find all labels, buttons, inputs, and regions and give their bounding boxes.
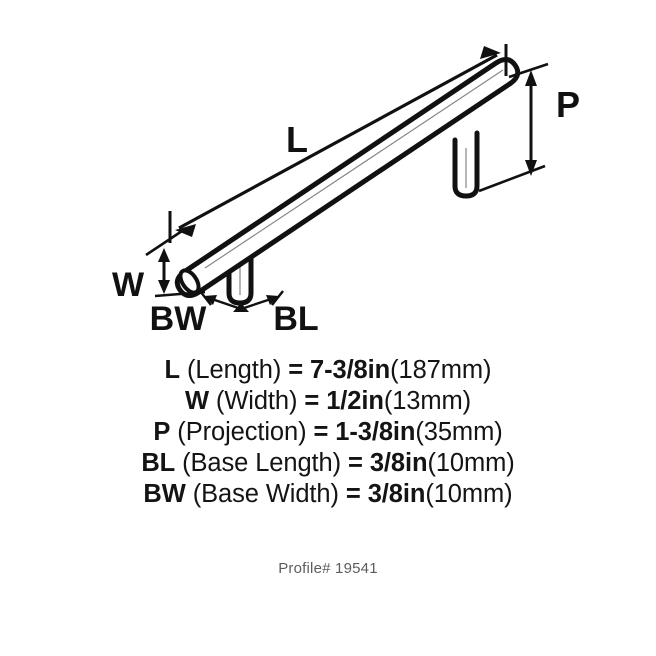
spec-name: (Projection) (177, 418, 307, 446)
spec-name: (Base Length) (182, 449, 342, 477)
spec-equals: = (345, 480, 361, 508)
width-dimension: W (112, 227, 206, 304)
length-dim-line (178, 53, 498, 230)
spec-value: 7-3/8in (310, 356, 391, 384)
length-arrow-right (480, 46, 501, 59)
spec-equals: = (348, 449, 363, 477)
spec-symbol: BW (143, 480, 186, 508)
base-length-arrow-end (233, 302, 246, 312)
spec-row-width: W (Width) = 1/2in(13mm) (0, 386, 656, 417)
width-ext-bottom (154, 290, 206, 298)
spec-value: 1-3/8in (335, 418, 416, 446)
projection-ext-top (508, 62, 549, 79)
spec-value: 3/8in (367, 480, 426, 508)
spec-equals: = (288, 356, 304, 384)
spec-row-projection: P (Projection) = 1-3/8in(35mm) (0, 417, 656, 448)
width-arrow-down (158, 280, 170, 294)
spec-row-length: L (Length) = 7-3/8in(187mm) (0, 355, 656, 386)
spec-symbol: BL (141, 449, 176, 477)
label-width: W (112, 266, 145, 304)
spec-value: 3/8in (369, 449, 428, 477)
spec-name: (Base Width) (192, 480, 339, 508)
projection-arrow-up (525, 70, 537, 86)
main-tube-bar (174, 57, 521, 298)
base-width-tick (199, 290, 212, 306)
diagram-svg: L W P (112, 44, 580, 338)
spec-equals: = (304, 387, 320, 415)
spec-metric: (13mm) (383, 387, 472, 415)
base-length-tick (271, 290, 284, 306)
spec-metric: (35mm) (415, 418, 503, 446)
projection-arrow-down (525, 160, 537, 176)
tube-highlight (204, 69, 504, 269)
spec-metric: (187mm) (390, 356, 492, 384)
right-base-post (452, 130, 480, 199)
projection-dimension: P (478, 62, 580, 193)
spec-metric: (10mm) (425, 480, 513, 508)
spec-name: (Length) (187, 356, 282, 384)
base-length-arrow-start (266, 295, 279, 305)
profile-number: Profile# 19541 (278, 560, 378, 577)
spec-value: 1/2in (326, 387, 384, 415)
label-base-length: BL (273, 300, 318, 338)
spec-equals: = (313, 418, 329, 446)
tube-outline (174, 57, 521, 298)
base-width-arrow-start (204, 295, 217, 305)
width-arrow-up (158, 248, 170, 262)
spec-metric: (10mm) (427, 449, 515, 477)
spec-name: (Width) (215, 387, 298, 415)
spec-row-base-length: BL (Base Length) = 3/8in(10mm) (0, 448, 656, 479)
label-projection: P (556, 84, 580, 125)
handle-dimension-diagram: L W P (112, 44, 580, 338)
base-dimensions: BW BL (150, 290, 319, 338)
spec-row-base-width: BW (Base Width) = 3/8in(10mm) (0, 479, 656, 510)
spec-symbol: L (164, 356, 181, 384)
specification-list: L (Length) = 7-3/8in(187mm) W (Width) = … (0, 355, 656, 510)
spec-symbol: W (184, 387, 209, 415)
length-arrow-left (175, 224, 196, 237)
length-dimension: L (168, 44, 508, 243)
width-ext-top (145, 227, 186, 257)
spec-symbol: P (153, 418, 171, 446)
projection-ext-bottom (478, 164, 546, 193)
label-base-width: BW (150, 300, 208, 338)
label-length: L (286, 119, 308, 160)
